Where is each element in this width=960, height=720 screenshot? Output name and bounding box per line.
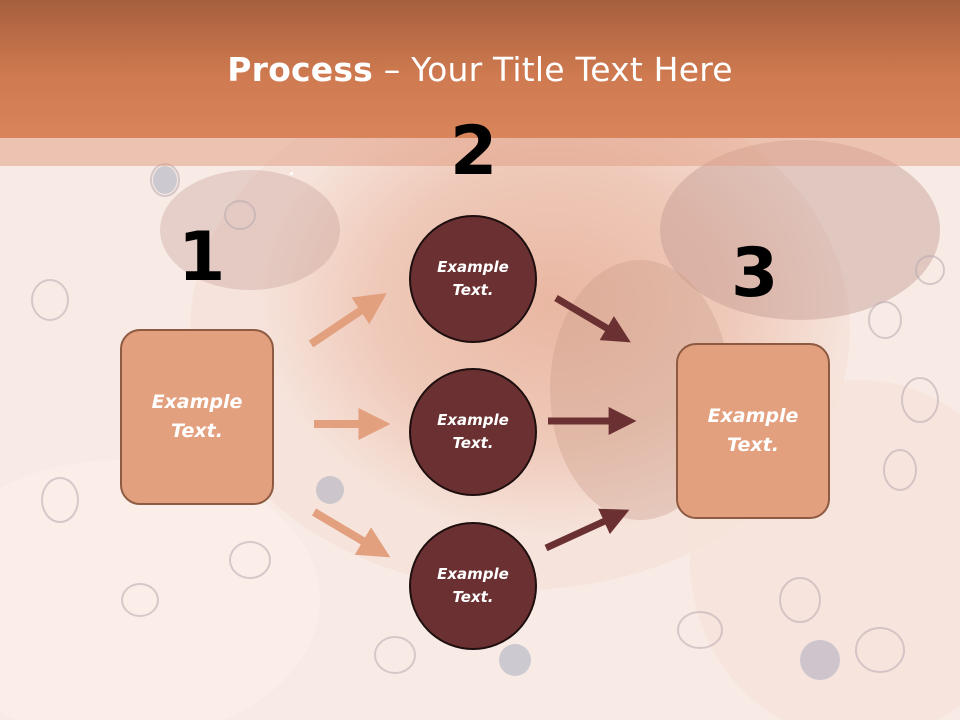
box-3-line2: Text. (727, 434, 779, 456)
step-number-3: 3 (731, 234, 779, 313)
circle-3-line2: Text. (452, 588, 494, 606)
step-number-2: 2 (450, 112, 498, 191)
circle-3-line1: Example (437, 565, 509, 583)
title-rest: – Your Title Text Here (373, 50, 733, 89)
circle-1-line1: Example (437, 258, 509, 276)
arrow-to-circle-3 (311, 508, 391, 558)
arrow-from-circle-1 (554, 294, 631, 343)
title-bar-band (0, 138, 960, 166)
slide-title: Process – Your Title Text Here (0, 50, 960, 89)
box-3-line1: Example (707, 405, 799, 427)
box-1-line1: Example (151, 391, 243, 413)
title-bar (0, 0, 960, 138)
circle-1-line2: Text. (452, 281, 494, 299)
step-number-1: 1 (178, 218, 226, 297)
circle-2-line1: Example (437, 411, 509, 429)
title-bold: Process (227, 50, 374, 89)
box-1-line2: Text. (171, 420, 223, 442)
arrow-from-circle-3 (544, 508, 630, 552)
decorative-dot (290, 172, 293, 175)
arrow-to-circle-1 (308, 292, 387, 348)
circle-2-line2: Text. (452, 434, 494, 452)
